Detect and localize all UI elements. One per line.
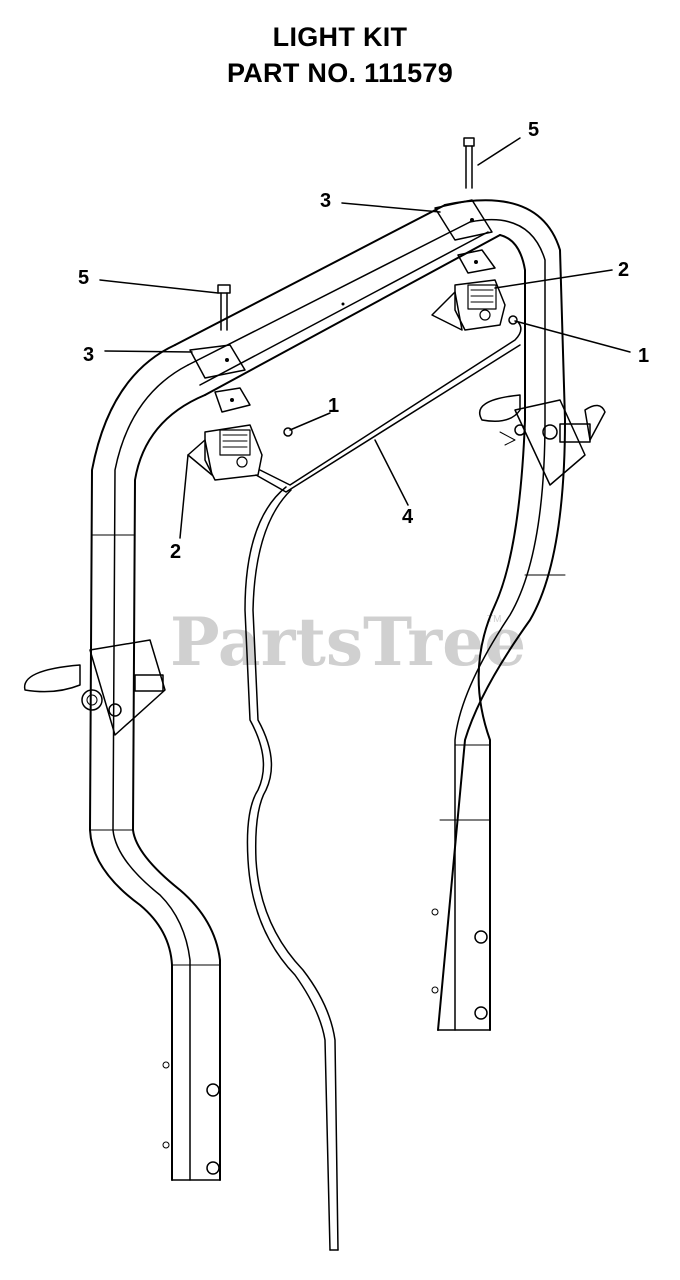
callout-3-left: 3 — [83, 344, 94, 366]
nut-left — [283, 427, 293, 437]
callout-5-right: 5 — [528, 119, 539, 141]
leader-lines — [99, 137, 631, 539]
callout-4: 4 — [402, 506, 414, 528]
left-pivot-bracket — [23, 639, 166, 736]
callout-1-right: 1 — [638, 345, 649, 367]
lamp-left — [187, 424, 263, 481]
bolt-right — [463, 137, 475, 189]
callout-2-left: 2 — [170, 541, 181, 563]
diagram-title-line1: LIGHT KIT — [272, 22, 408, 52]
callout-3-right: 3 — [320, 190, 331, 212]
bolt-left — [217, 284, 231, 331]
mount-bracket-left — [189, 344, 251, 413]
watermark-text: PartsTree — [170, 603, 526, 681]
nut-right — [508, 315, 518, 325]
callout-5-left: 5 — [78, 267, 89, 289]
right-pivot-bracket — [478, 394, 606, 486]
handle-crossbar — [174, 204, 501, 396]
left-handle-tube — [89, 344, 221, 1181]
wire-harness — [244, 321, 522, 1251]
diagram-title-line2: PART NO. 111579 — [226, 58, 454, 88]
lamp-right — [431, 279, 506, 331]
callout-2-right: 2 — [618, 259, 629, 281]
callout-1-left: 1 — [328, 395, 339, 417]
mount-bracket-right — [434, 199, 496, 274]
right-handle-tube — [431, 199, 566, 1031]
watermark-trademark: TM — [487, 614, 501, 625]
